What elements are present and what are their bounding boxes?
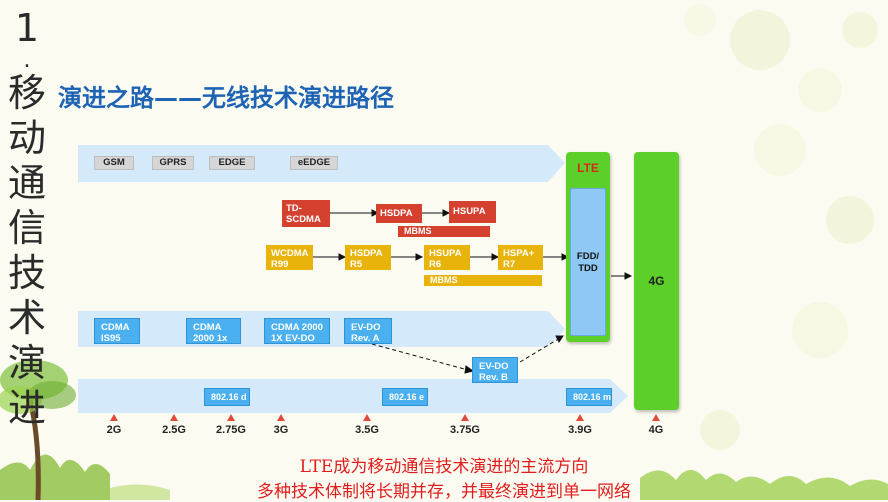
vertical-section-title: 1.移动通信技术演进 [2,6,52,431]
vertical-title-char: 移 [7,71,46,115]
left-tree [0,360,76,500]
fdd-tdd-block [570,188,606,336]
evdo-rev-a-line1: EV-DO [351,322,381,333]
hspa-plus-r7-line2: R7 [503,259,516,270]
conclusion-line-2: 多种技术体制将长期并存，并最终演进到单一网络 [257,482,631,502]
conclusion-line-1: LTE成为移动通信技术演进的主流方向 [299,457,589,477]
timeline-label-2-5g: 2.5G [162,424,186,436]
td-scdma-box: TD- SCDMA [282,200,330,227]
vertical-title-char: 进 [7,386,46,430]
timeline-tick-3-5g [363,414,371,421]
cdma2000-evdo-line2: 1X EV-DO [271,333,315,344]
edge-box: EDGE [209,156,255,170]
cdma-is95-line2: IS95 [101,333,121,344]
mbms-wcdma-bar: MBMS [424,275,542,286]
evdo-rev-b-line1: EV-DO [479,361,509,372]
wimax-80216e-box: 802.16 e [382,388,428,406]
timeline-label-4g: 4G [648,424,664,436]
mbms-td-bar: MBMS [398,226,490,237]
wcdma-r99-box: WCDMA R99 [266,245,313,270]
hsupa-r6-line1: HSUPA [429,248,462,259]
vertical-title-char: 动 [7,116,46,160]
hsupa-r6-box: HSUPA R6 [424,245,470,270]
timeline-tick-2-75g [227,414,235,421]
vertical-title-char: 术 [7,296,46,340]
timeline-label-2g: 2G [106,424,122,436]
timeline-tick-2g [110,414,118,421]
vertical-title-char: 演 [7,341,46,385]
hsdpa-td-box: HSDPA [376,204,422,223]
wcdma-r99-line2: R99 [271,259,289,270]
hspa-plus-r7-line1: HSPA+ [503,248,535,259]
evdo-rev-b-box: EV-DO Rev. B [472,357,518,383]
timeline-tick-2-5g [170,414,178,421]
hsdpa-r5-line1: HSDPA [350,248,383,259]
vertical-title-char: 技 [7,251,46,295]
evdo-rev-b-line2: Rev. B [479,372,508,383]
gsm-box: GSM [94,156,134,170]
cdma2000-1x-box: CDMA 2000 1x [186,318,241,344]
gprs-box: GPRS [152,156,194,170]
fdd-tdd-label: FDD/ TDD [576,251,600,274]
hsdpa-r5-box: HSDPA R5 [345,245,391,270]
timeline-tick-3-75g [461,414,469,421]
evdo-rev-a-line2: Rev. A [351,333,380,344]
vertical-title-char: . [23,48,31,73]
hsupa-r6-line2: R6 [429,259,442,270]
arrows [313,209,633,374]
timeline-tick-3-9g [576,414,584,421]
vertical-title-char: 通 [7,161,46,205]
cdma2000-1x-line2: 2000 1x [193,333,228,344]
vertical-title-char: 信 [7,206,46,250]
cdma2000-evdo-line1: CDMA 2000 [271,322,323,333]
vertical-title-char: 1 [14,6,40,50]
fourg-block [634,152,679,410]
timeline-label-3-5g: 3.5G [355,424,379,436]
hsdpa-r5-line2: R5 [350,259,363,270]
cdma-is95-box: CDMA IS95 [94,318,140,344]
fourg-label: 4G [648,274,665,288]
hsupa-td-box: HSUPA [449,201,496,223]
lte-label: LTE [577,161,599,175]
evdo-rev-a-box: EV-DO Rev. A [344,318,392,344]
timeline-label-3-9g: 3.9G [568,424,592,436]
hspa-plus-r7-box: HSPA+ R7 [498,245,543,270]
wcdma-r99-line1: WCDMA [271,248,309,259]
bokeh-circles [684,4,878,450]
timeline-label-3g: 3G [273,424,289,436]
timeline-tick-3g [277,414,285,421]
cdma2000-1x-line1: CDMA [193,322,222,333]
wimax-80216m-box: 802.16 m [566,388,612,406]
timeline-label-2-75g: 2.75G [216,424,246,436]
eedge-box: eEDGE [290,156,338,170]
bottom-grass [0,454,888,500]
cdma-is95-line1: CDMA [101,322,130,333]
timeline-label-3-75g: 3.75G [450,424,480,436]
lane-bands [78,145,628,413]
timeline-tick-4g [652,414,660,421]
page-title: 演进之路——无线技术演进路径 [58,84,394,112]
wimax-80216d-box: 802.16 d [204,388,250,406]
cdma2000-evdo-box: CDMA 2000 1X EV-DO [264,318,330,344]
